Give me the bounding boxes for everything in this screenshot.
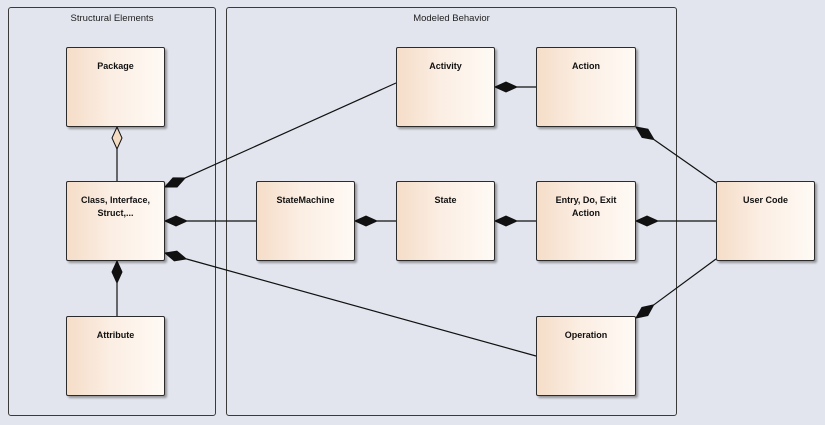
link-usercode-action-composition-diamond [635,126,655,141]
link-statemachine-class [163,215,256,227]
statemachine-label: StateMachine [276,195,335,205]
link-usercode-action [635,126,717,184]
link-action-activity [493,81,536,93]
link-activity-class-composition-diamond [163,177,187,188]
statemachine-node[interactable]: StateMachine [256,181,355,261]
modeled-behavior-frame: Modeled Behavior [226,7,677,416]
link-usercode-operation [635,258,717,319]
link-operation-class-line [186,258,537,357]
link-state-statemachine-composition-diamond [353,215,379,227]
user-code-node[interactable]: User Code [716,181,815,261]
operation-node[interactable]: Operation [536,316,636,396]
link-operation-class-composition-diamond [163,250,188,262]
link-usercode-entry [634,215,716,227]
user-code-label: User Code [742,195,788,205]
link-operation-class [163,250,537,357]
link-statemachine-class-composition-diamond [163,215,189,227]
entry-do-exit-action-node[interactable]: Entry, Do, Exit Action [536,181,636,261]
activity-node[interactable]: Activity [396,47,495,127]
link-activity-class-line [184,82,397,179]
package-label: Package [97,61,134,71]
action-label: Action [572,61,600,71]
link-entry-state [493,215,536,227]
link-usercode-operation-line [653,258,717,306]
structural-elements-title: Structural Elements [70,13,154,24]
link-usercode-operation-composition-diamond [635,304,655,319]
link-activity-class [163,82,397,188]
structural-elements-frame: Structural Elements [8,7,216,416]
link-class-attribute-composition-diamond [111,259,123,285]
package-node[interactable]: Package [66,47,165,127]
attribute-node[interactable]: Attribute [66,316,165,396]
link-usercode-entry-composition-diamond [634,215,660,227]
link-class-package [111,125,123,181]
state-node[interactable]: State [396,181,495,261]
attribute-label: Attribute [96,330,135,340]
action-node[interactable]: Action [536,47,636,127]
link-state-statemachine [353,215,396,227]
link-entry-state-composition-diamond [493,215,519,227]
entry-do-exit-action-label: Entry, Do, Exit Action [555,195,617,218]
link-class-package-aggregation-diamond [111,125,123,151]
class-node[interactable]: Class, Interface, Struct,... [66,181,165,261]
activity-label: Activity [429,61,462,71]
link-action-activity-composition-diamond [493,81,519,93]
link-usercode-action-line [653,139,717,184]
operation-label: Operation [564,330,608,340]
class-label: Class, Interface, Struct,... [80,195,151,218]
modeled-behavior-title: Modeled Behavior [413,13,490,24]
link-class-attribute [111,259,123,316]
state-label: State [434,195,457,205]
